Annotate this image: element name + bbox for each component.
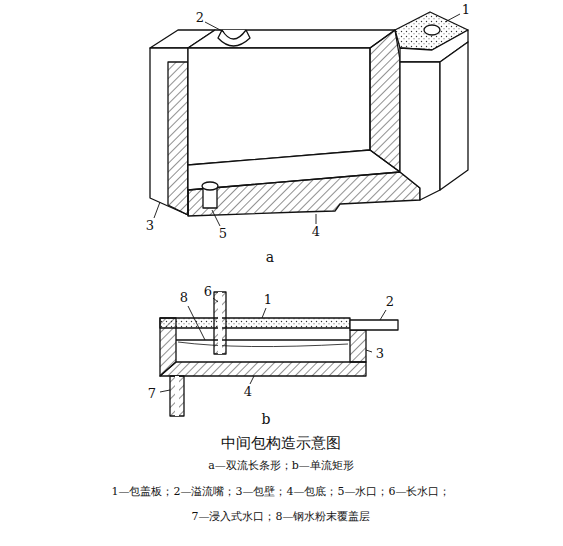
callout-number: 4 (244, 385, 252, 399)
callout-number: 1 (462, 3, 470, 17)
callout-number: a (266, 250, 274, 265)
callout-number: 3 (376, 347, 384, 361)
figure-caption: 中间包构造示意图 (221, 435, 341, 452)
callout-number: 1 (264, 293, 272, 307)
callout-number: 8 (180, 291, 188, 305)
callout-number: 2 (386, 295, 394, 309)
legend-note: 7—浸入式水口；8—钢水粉末覆盖层 (192, 511, 371, 523)
legend-note: 1—包盖板；2—溢流嘴；3—包壁；4—包底；5—水口；6—长水口； (112, 486, 451, 498)
callout-number: 3 (146, 219, 154, 233)
callout-number: b (262, 412, 271, 427)
callout-number: 2 (196, 11, 204, 25)
callout-number: 4 (312, 225, 320, 239)
callout-number: 7 (148, 387, 156, 401)
callout-number: 5 (219, 227, 227, 241)
legend-note: a—双流长条形；b—单流矩形 (208, 460, 354, 472)
callout-number: 6 (204, 285, 212, 299)
